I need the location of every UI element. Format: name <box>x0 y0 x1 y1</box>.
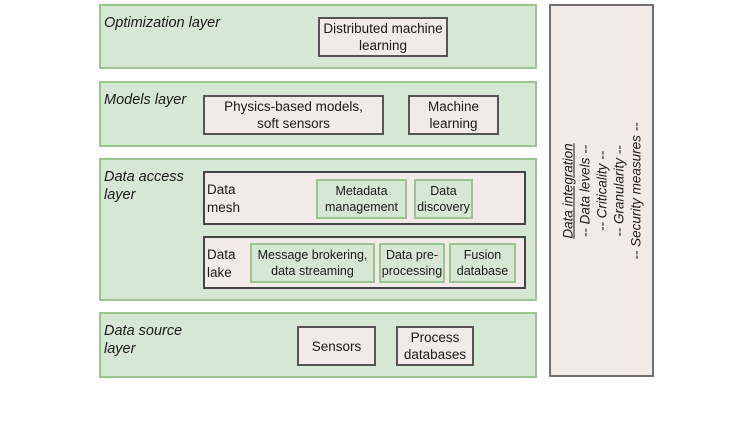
models-layer: Models layer Physics-based models, soft … <box>99 81 537 147</box>
physics-models-box: Physics-based models, soft sensors <box>203 95 384 135</box>
data-lake-label: Data lake <box>207 247 236 280</box>
data-access-layer-label: Data access layer <box>104 169 184 203</box>
fusion-database-box: Fusion database <box>449 243 516 283</box>
data-integration-text: Data integration -- Data levels -- -- Cr… <box>559 122 644 259</box>
optimization-layer-label: Optimization layer <box>104 15 221 31</box>
data-mesh-label: Data mesh <box>207 182 241 215</box>
side-item-security-measures: -- Security measures -- <box>628 121 643 260</box>
machine-learning-box: Machine learning <box>408 95 499 135</box>
data-lake-container: Data lake Message brokering, data stream… <box>203 236 526 289</box>
data-source-layer-label: Data source layer <box>104 323 183 357</box>
process-databases-box: Process databases <box>396 326 474 366</box>
data-mesh-container: Data mesh Metadata management Data disco… <box>203 171 526 225</box>
side-item-granularity: -- Granularity -- <box>611 144 626 237</box>
data-integration-panel: Data integration -- Data levels -- -- Cr… <box>549 4 654 377</box>
data-discovery-box: Data discovery <box>414 179 473 219</box>
data-access-layer: Data access layer Data mesh Metadata man… <box>99 158 537 301</box>
message-brokering-box: Message brokering, data streaming <box>250 243 375 283</box>
side-item-data-levels: -- Data levels -- <box>577 144 592 237</box>
distributed-ml-box: Distributed machine learning <box>318 17 448 57</box>
data-preprocessing-box: Data pre- processing <box>379 243 445 283</box>
side-item-criticality: -- Criticality -- <box>594 150 609 231</box>
models-layer-label: Models layer <box>104 92 187 108</box>
optimization-layer: Optimization layer Distributed machine l… <box>99 4 537 69</box>
data-integration-title: Data integration <box>560 142 575 239</box>
sensors-box: Sensors <box>297 326 376 366</box>
metadata-management-box: Metadata management <box>316 179 407 219</box>
data-source-layer: Data source layer Sensors Process databa… <box>99 312 537 378</box>
